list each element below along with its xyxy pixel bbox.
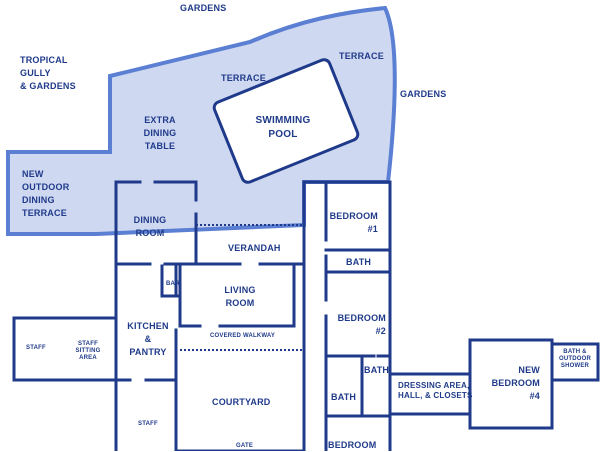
label-terrace-left: TERRACE (221, 73, 266, 83)
wall-outdoor-shower (550, 342, 600, 382)
label-swimming-pool: SWIMMING POOL (255, 115, 311, 140)
label-bedroom-bottom: BEDROOM (328, 440, 377, 450)
label-bath3: BATH (331, 392, 357, 402)
label-staff-sitting-area: STAFF SITTING AREA (75, 341, 101, 361)
label-bedroom2: BEDROOM #2 (337, 313, 386, 336)
label-staff: STAFF (26, 345, 46, 351)
label-bar: BAR (166, 281, 180, 287)
wall-staff (12, 316, 118, 382)
label-extra-dining: EXTRA DINING TABLE (143, 115, 177, 151)
label-kitchen-pantry: KITCHEN & PANTRY (127, 321, 169, 357)
label-new-outdoor-terrace: NEW OUTDOOR DINING TERRACE (22, 169, 70, 218)
label-gardens-top: GARDENS (180, 3, 227, 13)
label-gardens-right: GARDENS (400, 89, 447, 99)
label-living-room: LIVING ROOM (224, 285, 256, 308)
wall-bar (160, 264, 182, 298)
swimming-pool-outline (212, 58, 360, 184)
label-courtyard: COURTYARD (212, 397, 271, 407)
label-dining-room: DINING ROOM (133, 215, 167, 238)
label-verandah: VERANDAH (228, 243, 281, 253)
label-new-bedroom4: NEW BEDROOM #4 (491, 365, 540, 401)
label-bath-outdoor-shower: BATH & OUTDOOR SHOWER (558, 349, 592, 369)
label-covered-walkway: COVERED WALKWAY (210, 333, 276, 339)
wall-bath1 (324, 248, 392, 274)
wall-hall (388, 372, 472, 416)
label-bath1: BATH (346, 257, 372, 267)
label-staff-lower: STAFF (138, 421, 158, 427)
label-terrace-right: TERRACE (339, 51, 384, 61)
label-bedroom1: BEDROOM #1 (329, 211, 378, 234)
label-tropical-gully: TROPICAL GULLY & GARDENS (20, 55, 76, 91)
wall-new-bedroom (468, 338, 554, 430)
label-bath2: BATH (364, 365, 390, 375)
label-gate: GATE (236, 443, 254, 449)
label-dressing-area: DRESSING AREA, HALL, & CLOSETS (398, 381, 473, 400)
